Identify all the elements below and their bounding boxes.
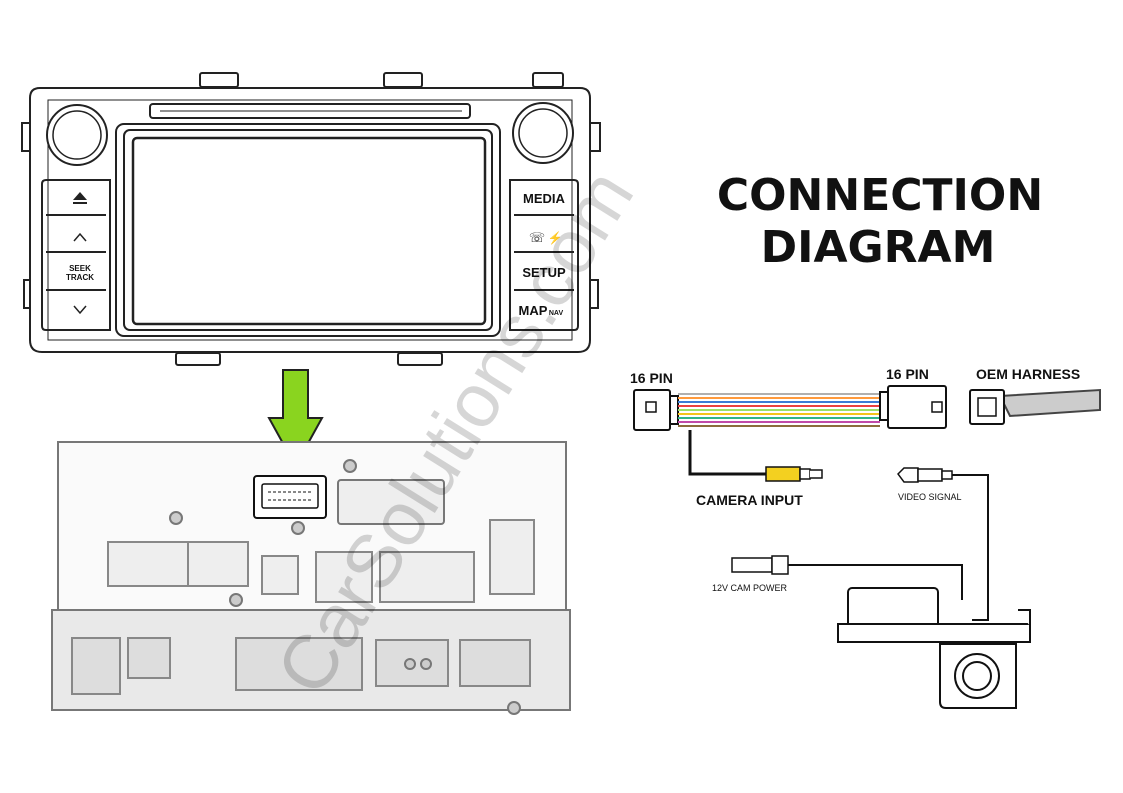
eject-icon <box>73 192 87 204</box>
right-connector-label: 16 PIN <box>886 366 929 382</box>
title-line-1: CONNECTION <box>717 170 1043 221</box>
chevron-down-icon <box>73 305 87 315</box>
oem-harness-plug <box>969 388 1101 425</box>
target-16-pin-port <box>253 475 327 519</box>
seek-label: SEEK <box>69 264 91 273</box>
head-unit-rear <box>51 441 571 715</box>
camera-input-label: CAMERA INPUT <box>696 492 803 508</box>
map-button-label: MAP <box>519 303 548 318</box>
title-line-2: DIAGRAM <box>761 222 996 273</box>
video-signal-cable <box>952 474 989 621</box>
head-unit-front <box>21 72 601 366</box>
rear-camera <box>837 587 1031 709</box>
nav-button-label: NAV <box>549 310 564 317</box>
rca-yellow-plug <box>765 466 823 482</box>
track-label: TRACK <box>66 273 94 282</box>
chevron-up-icon <box>73 232 87 242</box>
right-16-pin-connector <box>879 385 947 429</box>
video-signal-plug <box>897 467 953 483</box>
cam-power-cable <box>788 564 963 600</box>
camera-input-wire <box>688 430 768 476</box>
wire-bundle <box>678 393 880 427</box>
oem-harness-label: OEM HARNESS <box>976 366 1080 382</box>
cam-power-label: 12V CAM POWER <box>712 583 788 593</box>
phone-icon: ☏ ⚡ <box>529 230 563 245</box>
video-signal-label: VIDEO SIGNAL <box>898 492 962 502</box>
setup-button-label: SETUP <box>522 265 566 280</box>
left-connector-label: 16 PIN <box>630 370 673 386</box>
svg-text:☏: ☏ <box>529 230 545 245</box>
left-16-pin-connector <box>633 389 679 431</box>
svg-text:⚡: ⚡ <box>548 231 563 245</box>
cam-power-plug <box>731 555 789 575</box>
media-button-label: MEDIA <box>523 191 566 206</box>
